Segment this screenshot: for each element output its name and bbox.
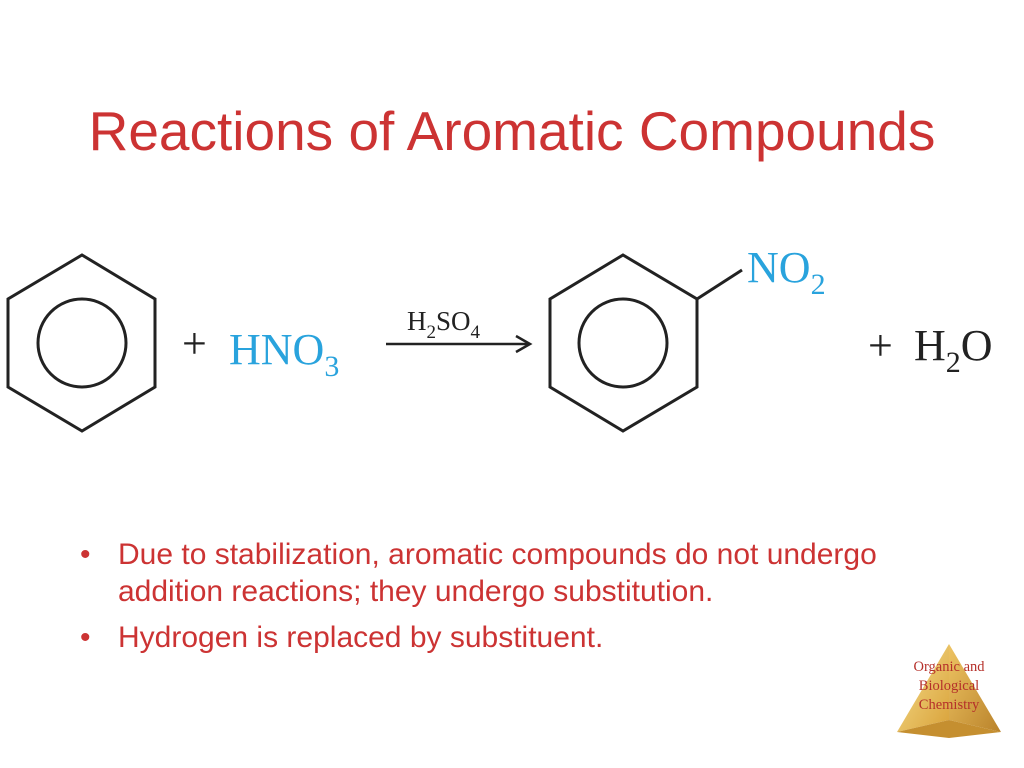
reaction-arrow-icon <box>386 334 533 354</box>
reagent-hno3: HNO3 <box>229 325 339 383</box>
badge-line-1: Organic and <box>913 659 985 675</box>
badge-label: Organic and Biological Chemistry <box>893 658 1005 715</box>
plus-sign-2: + <box>868 321 893 370</box>
bullet-item: • Hydrogen is replaced by substituent. <box>74 619 924 656</box>
bullet-marker: • <box>80 621 91 654</box>
catalyst-h2so4: H2SO4 <box>407 306 481 343</box>
plus-sign-1: + <box>182 319 207 368</box>
benzene-ring-icon <box>6 253 157 433</box>
benzene-ring-icon <box>548 253 699 433</box>
reaction-equation: + HNO3 H2SO4 NO2 + H2O <box>0 222 1024 442</box>
aromatic-circle-icon <box>36 297 128 389</box>
aromatic-circle-icon <box>577 297 669 389</box>
badge-line-3: Chemistry <box>918 697 980 713</box>
substituent-no2: NO2 <box>747 243 826 301</box>
slide-title: Reactions of Aromatic Compounds <box>88 100 936 162</box>
bullet-marker: • <box>80 538 91 571</box>
substituent-bond <box>696 268 743 301</box>
gold-pyramid-icon <box>897 644 1001 738</box>
bullet-list: • Due to stabilization, aromatic compoun… <box>74 536 924 665</box>
bullet-text: Hydrogen is replaced by substituent. <box>118 621 604 654</box>
course-badge: Organic and Biological Chemistry <box>893 640 1005 740</box>
nitrobenzene-product <box>548 253 743 433</box>
benzene-reactant <box>6 253 157 433</box>
badge-line-2: Biological <box>918 678 980 694</box>
byproduct-h2o: H2O <box>914 321 993 379</box>
bullet-item: • Due to stabilization, aromatic compoun… <box>74 536 924 610</box>
bullet-text: Due to stabilization, aromatic compounds… <box>118 538 877 608</box>
reaction-diagram: + HNO3 H2SO4 NO2 + H2O <box>6 243 993 433</box>
